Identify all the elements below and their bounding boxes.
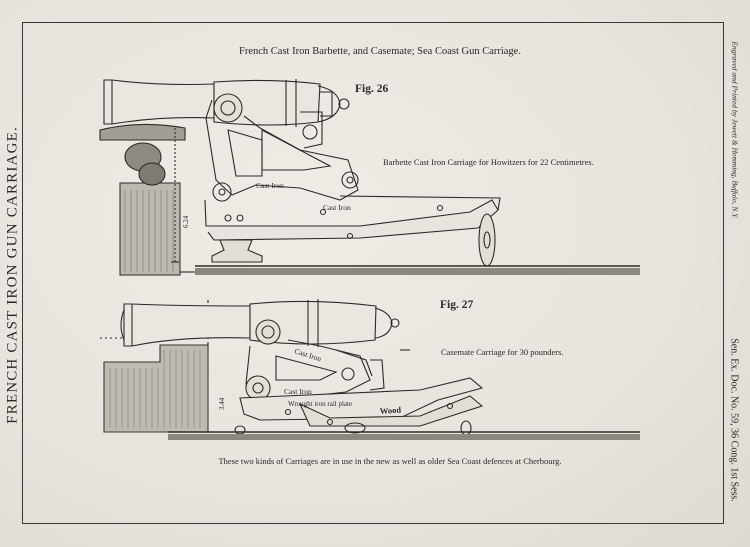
fig27-caption: Casemate Carriage for 30 pounders. xyxy=(441,347,564,357)
fig26-caption: Barbette Cast Iron Carriage for Howitzer… xyxy=(383,157,594,167)
fig27-part-label-3: Wrought iron rail plate xyxy=(288,400,352,408)
fig27-part-label-1: Cast Iron xyxy=(293,346,322,363)
fig27-label: Fig. 27 xyxy=(440,299,474,311)
fig27-part-label-4: Wood xyxy=(379,405,401,416)
plate-border xyxy=(22,22,724,524)
fig26-illustration: Cast Iron Cast Iron 6.24 xyxy=(99,79,640,276)
plate-footnote: These two kinds of Carriages are in use … xyxy=(218,456,562,466)
fig26-part-label-2: Cast Iron xyxy=(323,203,351,212)
plate-title: French Cast Iron Barbette, and Casemate;… xyxy=(239,46,521,57)
fig27-dimension: 3.44 xyxy=(218,397,226,410)
fig27-illustration: Cast Iron Cast Iron Wrought iron rail pl… xyxy=(100,299,640,440)
fig26-label: Fig. 26 xyxy=(355,83,389,95)
fig26-dimension: 6.24 xyxy=(182,215,190,228)
fig26-part-label-1: Cast Iron xyxy=(256,181,284,190)
fig27-part-label-2: Cast Iron xyxy=(284,387,312,396)
